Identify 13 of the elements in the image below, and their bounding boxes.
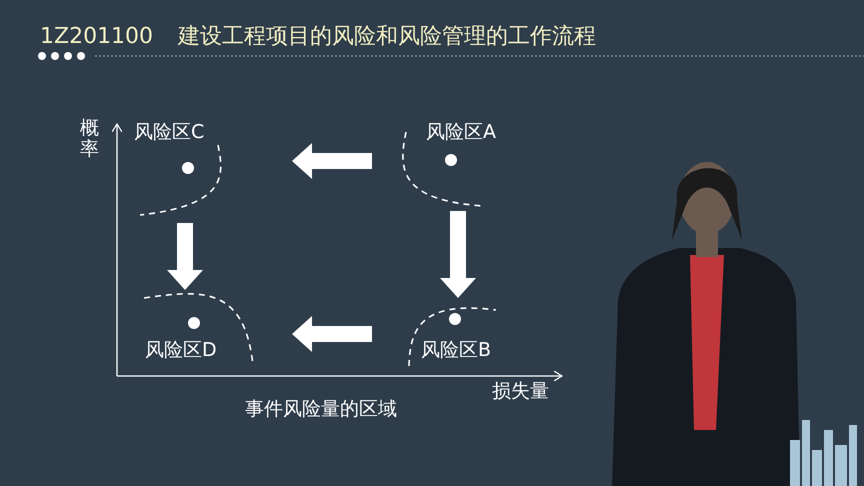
region-label: 风险区D <box>145 341 217 360</box>
region-label: 风险区B <box>421 341 492 360</box>
region-label: 风险区A <box>426 123 496 142</box>
block-arrow <box>440 211 476 298</box>
region-label: 风险区C <box>134 123 204 142</box>
axis-label: 损失量 <box>492 382 549 401</box>
section-code: 1Z201100 <box>40 26 154 48</box>
block-arrow <box>292 143 372 179</box>
axis-label: 概率 <box>80 118 100 160</box>
caption: 事件风险量的区域 <box>245 400 397 419</box>
block-arrow <box>167 223 203 290</box>
title: 建设工程项目的风险和风险管理的工作流程 <box>178 26 596 48</box>
block-arrow <box>292 316 372 352</box>
